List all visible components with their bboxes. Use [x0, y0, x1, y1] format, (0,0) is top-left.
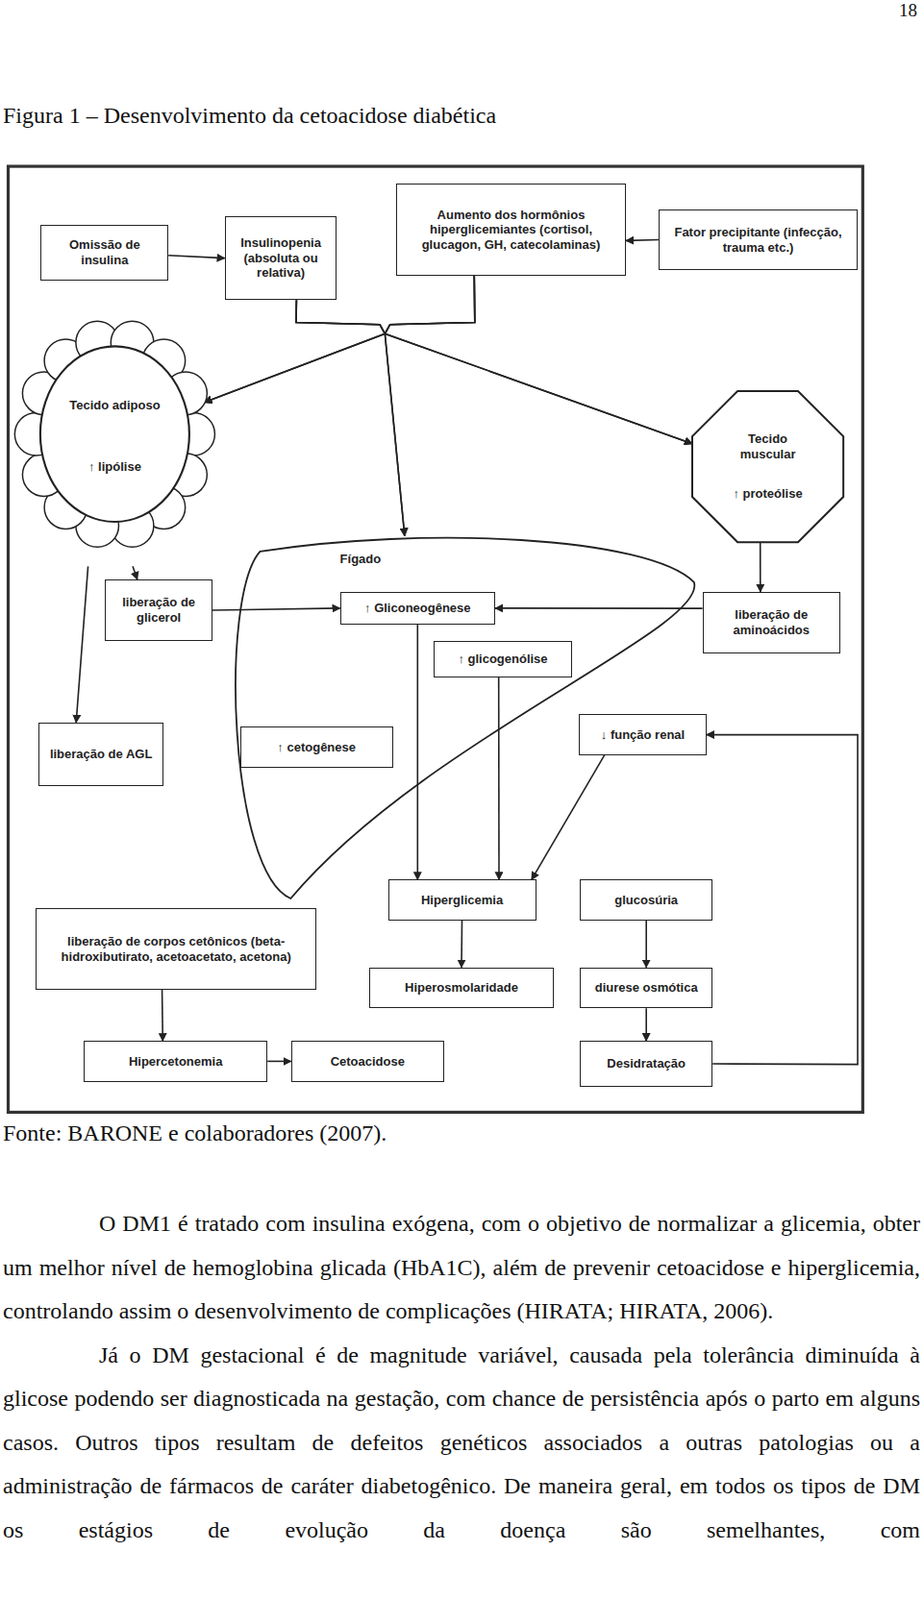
node-text: glucosúria	[614, 893, 678, 909]
process-box: Omissão de insulina	[40, 224, 169, 281]
body-paragraph: O DM1 é tratado com insulina exógena, co…	[2, 1202, 921, 1335]
node-text: Tecido muscular	[724, 431, 811, 462]
process-box: liberação de glicerol	[104, 579, 213, 642]
connector-arrow	[75, 566, 88, 723]
body-paragraph: Já o DM gestacional é de magnitude variá…	[2, 1334, 921, 1554]
organ-label: Fígado	[340, 551, 382, 568]
connector-arrow	[417, 624, 420, 881]
octagon-shape	[692, 391, 844, 543]
connector-arrow	[267, 1061, 291, 1064]
process-box: liberação de corpos cetônicos (beta-hidr…	[35, 908, 317, 991]
process-box: diurese osmótica	[579, 968, 713, 1009]
page-number: 18	[898, 0, 918, 22]
connector-arrow	[645, 1008, 648, 1042]
process-box: Aumento dos hormônios hiperglicemiantes …	[396, 183, 626, 276]
connector-arrow	[706, 735, 858, 1066]
process-box: Hiperglicemia	[388, 879, 537, 921]
process-box: ↑ Gliconeogênese	[340, 592, 496, 625]
node-text: ↑ Gliconeogênese	[364, 600, 472, 617]
node-text: Omissão de insulina	[47, 237, 162, 268]
process-box: ↑ glicogenólise	[433, 641, 572, 678]
connector-arrow	[132, 566, 138, 580]
cloud-outline	[25, 306, 205, 568]
process-box: glucosúria	[579, 879, 713, 921]
node-text: Hiperglicemia	[421, 893, 503, 909]
node-text: Tecido adiposo	[69, 398, 160, 414]
connector-arrow	[495, 607, 703, 610]
node-text: liberação de corpos cetônicos (beta-hidr…	[42, 934, 310, 965]
node-text: ↓ função renal	[600, 727, 685, 744]
node-text: Hiperosmolaridade	[404, 980, 519, 997]
figure-title: Figura 1 – Desenvolvimento da cetoacidos…	[2, 101, 497, 129]
process-box: ↑ cetogênese	[240, 726, 394, 768]
node-text: Desidratação	[606, 1056, 686, 1073]
connector-arrow	[168, 255, 225, 259]
node-text: ↑ proteólise	[732, 486, 802, 502]
process-box: Hiperosmolaridade	[369, 968, 553, 1009]
process-box: ↓ função renal	[578, 714, 707, 755]
figure-source: Fonte: BARONE e colaboradores (2007).	[2, 1120, 387, 1148]
node-text: Cetoacidose	[330, 1054, 405, 1071]
connector-arrow	[161, 990, 164, 1042]
node-text: ↑ glicogenólise	[457, 651, 548, 668]
node-text: liberação de glicerol	[111, 595, 206, 625]
muscle-tissue-octagon: Tecido muscular ↑ proteólise	[692, 391, 844, 543]
node-text: diurese osmótica	[595, 980, 699, 997]
node-text: Insulinopenia (absoluta ou relativa)	[231, 235, 331, 281]
node-text: liberação de aminoácidos	[709, 607, 834, 638]
connector-arrow	[498, 677, 500, 880]
connector-arrow	[212, 608, 341, 611]
connector-arrow	[203, 299, 385, 402]
connector-arrow	[759, 542, 762, 593]
connector-arrow	[645, 921, 648, 969]
node-text: Fator precipitante (infecção, trauma etc…	[665, 224, 851, 255]
cloud-core	[39, 346, 189, 523]
process-box: Cetoacidose	[291, 1041, 445, 1082]
figure-frame	[7, 166, 863, 1113]
adipose-tissue-cloud: Tecido adiposo ↑ lipólise	[25, 306, 205, 568]
node-text: ↑ cetogênese	[276, 740, 356, 756]
connector-arrow	[384, 275, 474, 537]
node-text: ↑ lipólise	[88, 459, 142, 475]
connector-arrow	[531, 755, 605, 881]
node-text: Aumento dos hormônios hiperglicemiantes …	[402, 207, 620, 253]
connector-arrow	[460, 921, 463, 969]
process-box: liberação de aminoácidos	[702, 592, 841, 654]
connector-arrow	[625, 239, 659, 242]
process-box: Desidratação	[579, 1041, 713, 1088]
node-text: Hipercetonemia	[128, 1054, 224, 1071]
octagon-outline	[692, 391, 844, 543]
process-box: liberação de AGL	[38, 723, 164, 787]
process-box: Fator precipitante (infecção, trauma etc…	[658, 209, 858, 272]
process-box: Insulinopenia (absoluta ou relativa)	[224, 216, 338, 300]
process-box: Hipercetonemia	[83, 1041, 268, 1082]
connector-arrow	[384, 275, 693, 445]
node-text: liberação de AGL	[49, 747, 152, 763]
